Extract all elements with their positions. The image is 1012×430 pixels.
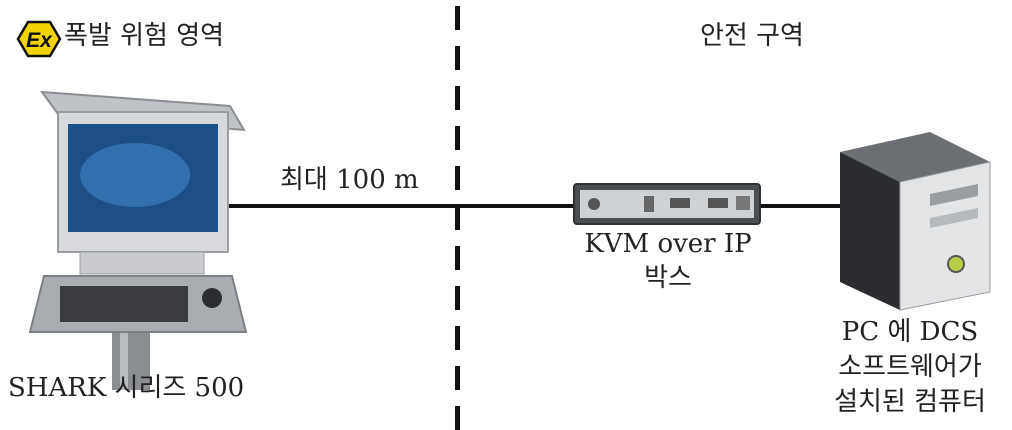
safe-zone-label: 안전 구역 — [700, 21, 804, 51]
shark-screen-glow — [80, 143, 190, 207]
zone-divider — [455, 6, 460, 430]
shark-label: SHARK 시리즈 500 — [8, 373, 245, 403]
pc-label-line2: 소프트웨어가 — [838, 352, 982, 382]
kvm-label-line1: KVM over IP — [584, 229, 752, 259]
shark-terminal-image — [28, 90, 248, 390]
cable-kvm-to-pc — [760, 204, 844, 208]
pc-drive-bay-2 — [930, 208, 978, 228]
pc-power-button — [947, 255, 965, 273]
shark-keyboard-keys — [60, 286, 188, 322]
pc-drive-bay — [930, 184, 978, 206]
pc-tower-front — [899, 161, 991, 311]
shark-mount — [79, 251, 205, 275]
kvm-label-line2: 박스 — [644, 263, 692, 293]
pc-label-line1: PC 에 DCS — [841, 317, 979, 347]
kvm-port-usb-1 — [644, 196, 654, 212]
shark-pole — [112, 330, 150, 390]
cable-shark-to-kvm — [208, 204, 580, 208]
distance-label: 최대 100 m — [280, 165, 419, 195]
kvm-box-image — [573, 183, 761, 225]
kvm-port-hdmi-1 — [670, 198, 690, 208]
kvm-port-ethernet — [736, 196, 750, 210]
pc-label-line3: 설치된 컴퓨터 — [834, 387, 986, 417]
pc-tower-top — [840, 132, 990, 182]
ex-hazard-icon: Ex — [16, 20, 62, 58]
shark-trackball — [202, 288, 222, 308]
kvm-port-power — [588, 198, 600, 210]
hazard-zone-label: 폭발 위험 영역 — [64, 21, 225, 51]
pc-tower-image — [840, 132, 991, 311]
shark-pole-highlight — [120, 330, 128, 390]
kvm-port-hdmi-2 — [708, 198, 728, 208]
pc-tower-side — [840, 152, 900, 310]
ex-hazard-hexagon — [16, 20, 62, 58]
ex-hazard-badge-text: Ex — [26, 29, 53, 52]
